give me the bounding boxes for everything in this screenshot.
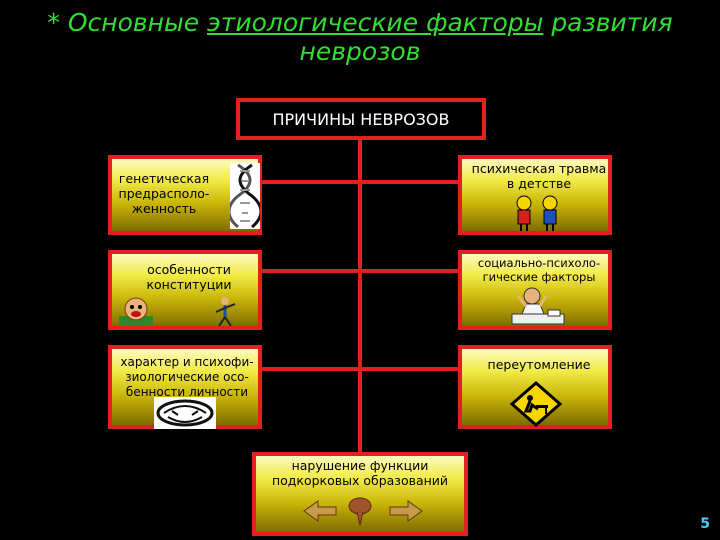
stressed-man-icon — [508, 284, 568, 328]
social-label: социально-психоло-гические факторы — [468, 256, 610, 284]
children-icon — [506, 193, 570, 233]
connector-trunk — [358, 140, 362, 452]
work-sign-icon — [510, 381, 562, 427]
title-part1: Основные — [68, 8, 199, 37]
dna-icon — [230, 163, 260, 229]
genetic-label: генетическая предрасполо-женность — [114, 171, 214, 216]
subcortical-label: нарушение функции подкорковых образовани… — [258, 458, 462, 488]
figure-icon — [210, 296, 240, 328]
connector-row2 — [256, 269, 462, 273]
forward-arrow-icon[interactable] — [388, 500, 424, 522]
back-arrow-icon[interactable] — [302, 500, 338, 522]
connector-row1 — [256, 180, 462, 184]
trauma-label: психическая травма в детстве — [470, 161, 608, 191]
character-label: характер и психофи-зиологические осо-бен… — [116, 355, 258, 400]
connector-row3 — [256, 367, 462, 371]
crying-face-icon — [116, 294, 156, 328]
constitution-label: особенности конституции — [122, 262, 256, 292]
brain-icon — [348, 496, 372, 526]
causes-header: ПРИЧИНЫ НЕВРОЗОВ — [236, 98, 486, 140]
title-part3: развития — [551, 8, 672, 37]
causes-header-label: ПРИЧИНЫ НЕВРОЗОВ — [272, 110, 449, 129]
title-part2: этиологические факторы — [207, 8, 543, 37]
slide-title: * Основные этиологические факторы развит… — [0, 8, 720, 66]
page-number: 5 — [700, 516, 710, 532]
mask-icon — [154, 397, 216, 429]
character-box: характер и психофи-зиологические осо-бен… — [108, 345, 262, 429]
subcortical-box: нарушение функции подкорковых образовани… — [252, 452, 468, 536]
title-star: * — [47, 8, 60, 37]
title-line2: неврозов — [0, 37, 720, 66]
fatigue-box: переутомление — [458, 345, 612, 429]
fatigue-label: переутомление — [470, 357, 608, 372]
genetic-box: генетическая предрасполо-женность — [108, 155, 262, 235]
social-box: социально-психоло-гические факторы — [458, 250, 612, 330]
constitution-box: особенности конституции — [108, 250, 262, 330]
trauma-box: психическая травма в детстве — [458, 155, 612, 235]
